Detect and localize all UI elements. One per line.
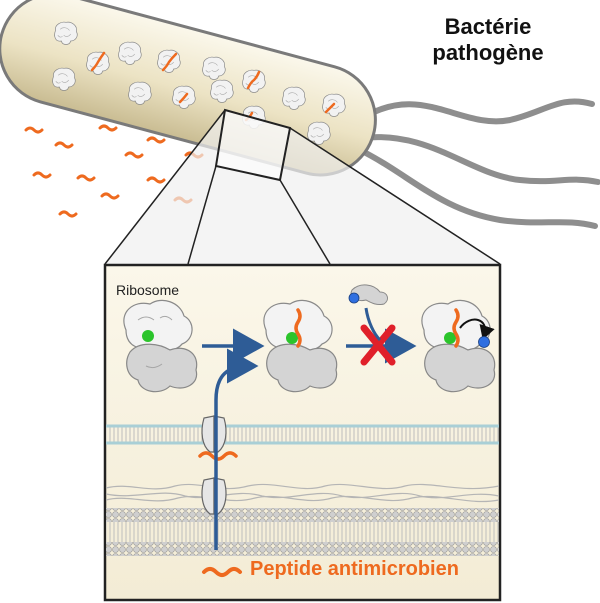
- outer-membrane: [106, 508, 499, 556]
- flagellum-2: [359, 134, 600, 185]
- flagella: [357, 98, 600, 229]
- bacterium-title: Bactérie pathogène: [418, 14, 558, 66]
- cross-icon: [360, 324, 396, 366]
- ribosome-stalled-icon: [421, 299, 496, 393]
- flagellum-1: [357, 98, 595, 125]
- detail-panel: [103, 263, 502, 602]
- inner-membrane: [106, 424, 499, 445]
- title-line-2: pathogène: [432, 40, 544, 65]
- bacterium-peptides: [90, 51, 336, 122]
- peptide-icon: [202, 567, 242, 577]
- uptake-arrow: [214, 348, 259, 550]
- ribosome-icon: [123, 299, 198, 393]
- peptide-label: Peptide antimicrobien: [250, 558, 459, 580]
- peptide-at-membrane: [198, 451, 238, 461]
- flagellum-3: [357, 147, 598, 229]
- release-factor-icon: [348, 284, 388, 342]
- peptidoglycan-layer: [105, 483, 500, 503]
- ribosome-with-peptide-icon: [263, 299, 338, 393]
- title-line-1: Bactérie: [444, 14, 532, 39]
- zoom-projection: [104, 108, 501, 265]
- ribosome-label: Ribosome: [116, 282, 180, 298]
